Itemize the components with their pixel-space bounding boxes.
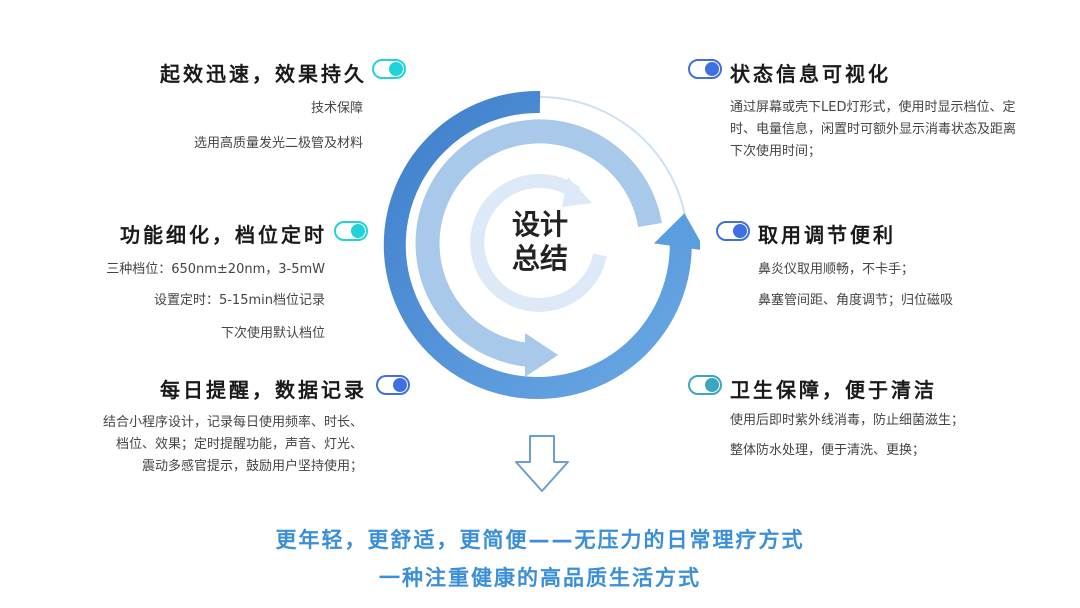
block-5-title: 取用调节便利 xyxy=(758,223,896,247)
block-6-line-2: 整体防水处理，便于清洗、更换； xyxy=(730,443,926,458)
block-6-toggle-icon xyxy=(688,375,722,395)
toggle-knob xyxy=(733,224,747,238)
toggle-knob xyxy=(705,62,719,76)
block-3-line-1: 结合小程序设计，记录每日使用频率、时长、 xyxy=(102,415,363,430)
block-3-line-2: 档位、效果；定时提醒功能，声音、灯光、 xyxy=(115,437,363,452)
outer-arrowhead xyxy=(653,213,700,251)
block-6-title: 卫生保障，便于清洁 xyxy=(730,378,937,402)
footer-line-1: 更年轻，更舒适，更简便——无压力的日常理疗方式 xyxy=(275,528,805,552)
block-3-title: 每日提醒，数据记录 xyxy=(160,378,367,402)
toggle-knob xyxy=(389,62,403,76)
block-2-title: 功能细化，档位定时 xyxy=(120,223,327,247)
block-1-line-1: 技术保障 xyxy=(310,101,363,116)
cycle-diagram xyxy=(383,90,700,399)
center-line-2: 总结 xyxy=(511,242,568,275)
middle-arrowhead xyxy=(525,333,558,377)
block-4-line-1: 通过屏幕或壳下LED灯形式，使用时显示档位、定 xyxy=(730,100,1016,115)
block-6-line-1: 使用后即时紫外线消毒，防止细菌滋生； xyxy=(730,413,965,428)
block-4-title: 状态信息可视化 xyxy=(730,62,891,86)
down-arrow-icon xyxy=(515,435,569,492)
block-3-toggle-icon xyxy=(376,375,410,395)
center-label: 设计 总结 xyxy=(500,208,580,276)
block-3-line-3: 震动多感官提示，鼓励用户坚持使用； xyxy=(141,459,363,474)
outer-arrow-arc xyxy=(383,90,692,399)
block-5-toggle-icon xyxy=(716,221,750,241)
block-5-line-2: 鼻塞管间距、角度调节；归位磁吸 xyxy=(758,293,954,308)
block-2-line-3: 下次使用默认档位 xyxy=(220,326,325,341)
footer-line-2: 一种注重健康的高品质生活方式 xyxy=(379,566,701,590)
block-1-title: 起效迅速，效果持久 xyxy=(160,62,367,86)
block-2-toggle-icon xyxy=(334,221,368,241)
block-4-line-3: 下次使用时间； xyxy=(730,144,822,159)
block-2-line-1: 三种档位：650nm±20nm，3-5mW xyxy=(106,262,325,277)
block-1-line-2: 选用高质量发光二极管及材料 xyxy=(193,136,363,151)
center-line-1: 设计 xyxy=(511,208,568,241)
block-2-line-2: 设置定时：5-15min档位记录 xyxy=(153,293,325,308)
middle-arrow-arc xyxy=(415,119,662,367)
inner-arrow-arc xyxy=(470,173,607,312)
toggle-knob xyxy=(351,224,365,238)
toggle-knob xyxy=(393,378,407,392)
block-5-line-1: 鼻炎仪取用顺畅，不卡手； xyxy=(758,262,915,277)
toggle-knob xyxy=(705,378,719,392)
block-4-line-2: 时、电量信息，闲置时可额外显示消毒状态及距离 xyxy=(730,122,1017,137)
block-1-toggle-icon xyxy=(372,59,406,79)
block-4-toggle-icon xyxy=(688,59,722,79)
inner-arrowhead xyxy=(562,177,592,207)
